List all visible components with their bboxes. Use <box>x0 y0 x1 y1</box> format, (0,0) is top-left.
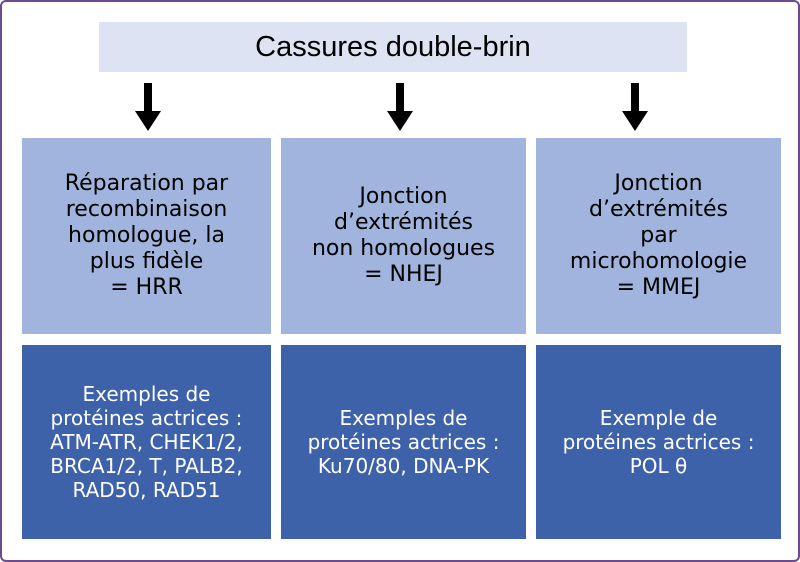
diagram-title-text: Cassures double-brin <box>255 30 531 63</box>
examples-label: Exemple de protéines actrices : POL θ <box>562 406 755 478</box>
examples-label: Exemples de protéines actrices : ATM-ATR… <box>50 382 243 502</box>
examples-box-mmej: Exemple de protéines actrices : POL θ <box>536 345 781 539</box>
down-arrow-icon <box>387 83 413 131</box>
mechanism-label: Jonction d’extrémités non homologues = N… <box>311 184 496 287</box>
examples-label: Exemples de protéines actrices : Ku70/80… <box>307 406 500 478</box>
mechanism-box-hrr: Réparation par recombinaison homologue, … <box>22 138 271 334</box>
diagram-title: Cassures double-brin <box>99 22 687 72</box>
down-arrow-icon <box>622 83 648 131</box>
examples-box-nhej: Exemples de protéines actrices : Ku70/80… <box>281 345 526 539</box>
mechanism-box-nhej: Jonction d’extrémités non homologues = N… <box>281 138 526 334</box>
mechanism-label: Jonction d’extrémités par microhomologie… <box>569 171 748 300</box>
mechanism-label: Réparation par recombinaison homologue, … <box>64 171 229 300</box>
mechanism-box-mmej: Jonction d’extrémités par microhomologie… <box>536 138 781 334</box>
examples-box-hrr: Exemples de protéines actrices : ATM-ATR… <box>22 345 271 539</box>
down-arrow-icon <box>135 83 161 131</box>
